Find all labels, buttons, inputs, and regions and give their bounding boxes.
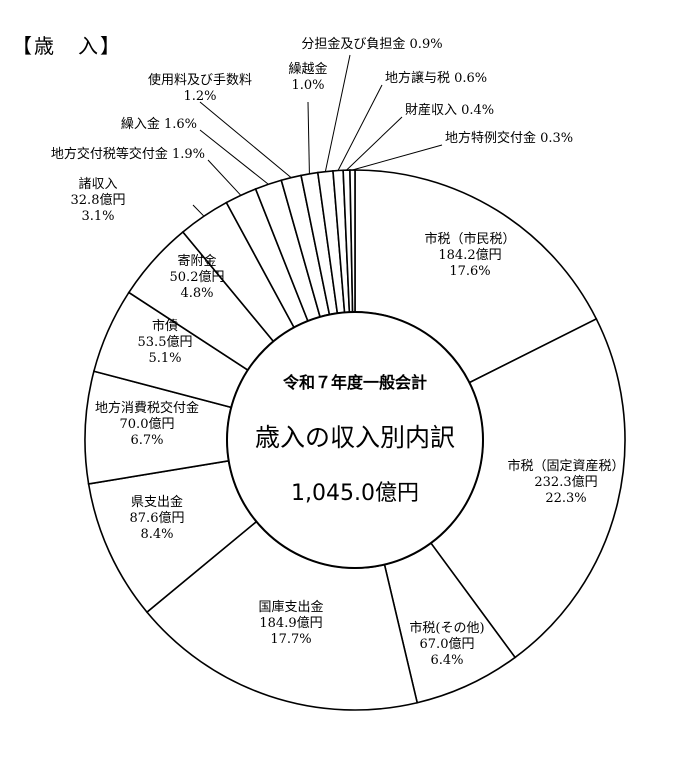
slice-label: 4.8% xyxy=(180,286,213,301)
slice-label: 財産収入 0.4% xyxy=(405,102,494,118)
slice-label: 6.4% xyxy=(430,653,463,668)
leader-line xyxy=(337,84,383,171)
slice-label: 67.0億円 xyxy=(420,636,475,652)
slice-label: 諸収入 xyxy=(78,176,117,192)
slice-label: 県支出金 xyxy=(131,494,183,510)
slice-label: 184.2億円 xyxy=(438,247,501,263)
slice-label: 繰越金 xyxy=(288,61,327,77)
slice-label: 17.7% xyxy=(270,632,311,647)
slice-label: 使用料及び手数料 xyxy=(148,72,252,88)
slice-label: 1.2% xyxy=(183,89,216,104)
chart-heading: 【歳 入】 xyxy=(12,34,122,58)
slice-label: 地方譲与税 0.6% xyxy=(385,70,487,86)
slice-label: 分担金及び負担金 0.9% xyxy=(301,36,442,52)
slice-label: 70.0億円 xyxy=(120,416,175,432)
slice-label: 3.1% xyxy=(81,209,114,224)
slice-label: 地方消費税交付金 xyxy=(95,400,199,416)
slice-label: 5.1% xyxy=(148,351,181,366)
leader-line xyxy=(324,54,351,172)
donut-hole xyxy=(226,311,484,569)
slice-label: 87.6億円 xyxy=(130,510,185,526)
leader-line xyxy=(352,144,443,171)
center-fiscal-year: 令和７年度一般会計 xyxy=(282,373,427,392)
slice-label: 184.9億円 xyxy=(259,615,322,631)
slice-label: 地方特例交付金 0.3% xyxy=(445,130,573,146)
slice-label: 17.6% xyxy=(449,264,490,279)
slice-label: 市債 xyxy=(152,318,178,334)
slice-label: 国庫支出金 xyxy=(258,599,323,615)
slice-label: 1.0% xyxy=(291,78,324,93)
slice-label: 53.5億円 xyxy=(138,334,193,350)
center-title: 歳入の収入別内訳 xyxy=(255,423,455,452)
leader-line xyxy=(192,204,205,217)
leader-line xyxy=(307,101,310,174)
leader-line xyxy=(346,116,403,171)
slice-label: 地方交付税等交付金 1.9% xyxy=(51,146,205,162)
slice-label: 6.7% xyxy=(130,433,163,448)
center-total: 1,045.0億円 xyxy=(291,481,419,506)
slice-label: 市税（固定資産税） xyxy=(507,458,624,474)
slice-label: 32.8億円 xyxy=(71,192,126,208)
slice-label: 232.3億円 xyxy=(534,474,597,490)
slice-label: 寄附金 xyxy=(177,253,216,269)
slice-label: 市税（市民税） xyxy=(424,231,515,247)
leader-line xyxy=(199,129,269,185)
leader-line xyxy=(199,101,292,179)
slice-label: 繰入金 1.6% xyxy=(121,116,197,132)
slice-label: 50.2億円 xyxy=(170,269,225,285)
slice-label: 8.4% xyxy=(140,527,173,542)
slice-label: 市税(その他) xyxy=(409,620,484,636)
slice-label: 22.3% xyxy=(545,491,586,506)
leader-line xyxy=(207,159,242,196)
